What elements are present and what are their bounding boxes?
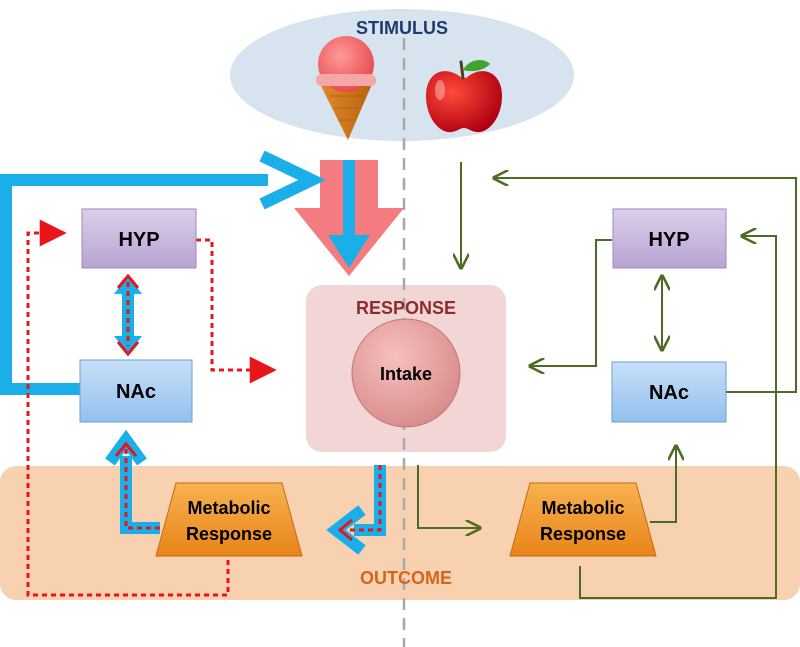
response-title: RESPONSE: [356, 298, 456, 318]
right-hyp-box: HYP: [612, 208, 727, 269]
right-nac-box: NAc: [611, 361, 727, 423]
red-arrowhead-metabolic: [337, 518, 353, 542]
left-nac-label: NAc: [116, 381, 156, 403]
red-arrowhead-nac: [114, 441, 138, 457]
right-metabolic-line1: Metabolic: [541, 498, 624, 518]
red-dotted-arrows: [26, 219, 382, 597]
ice-cream-icon: [316, 36, 376, 140]
left-metabolic-line2: Response: [186, 524, 272, 544]
outcome-title: OUTCOME: [360, 568, 452, 588]
right-hyp-label: HYP: [648, 229, 689, 251]
intake-circle: Intake: [351, 318, 461, 428]
right-metabolic-response-box: Metabolic Response: [509, 482, 657, 557]
red-arrowhead-up: [116, 273, 140, 289]
left-hyp-label: HYP: [118, 229, 159, 251]
green-arrows: [417, 162, 797, 599]
blue-loop-arrow: [0, 150, 370, 395]
stimulus-title: STIMULUS: [356, 18, 448, 38]
right-metabolic-line2: Response: [540, 524, 626, 544]
red-arrowhead-down: [116, 341, 140, 357]
left-metabolic-response-box: Metabolic Response: [155, 482, 303, 557]
left-hyp-box: HYP: [81, 208, 197, 269]
left-metabolic-line1: Metabolic: [187, 498, 270, 518]
intake-label: Intake: [380, 364, 432, 384]
apple-icon: [426, 60, 502, 133]
right-nac-label: NAc: [649, 382, 689, 404]
left-nac-box: NAc: [79, 359, 193, 423]
